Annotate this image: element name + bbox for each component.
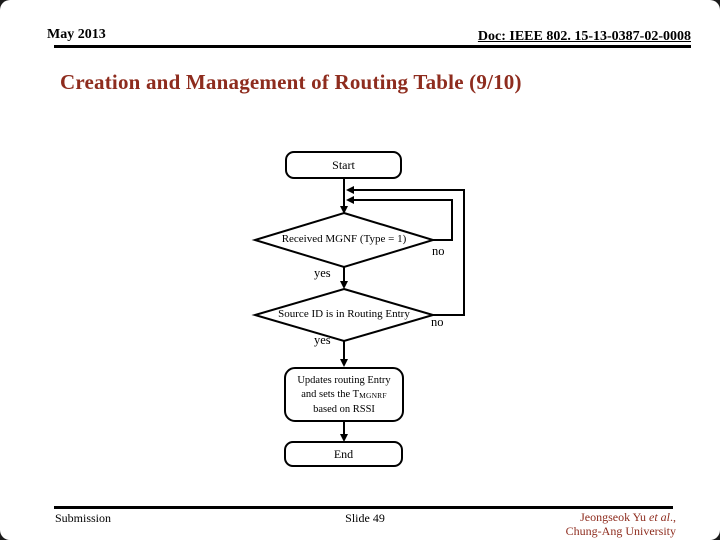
decision2-label: Source ID is in Routing Entry xyxy=(278,308,410,320)
decision2-no-label: no xyxy=(431,315,444,329)
footer-submission: Submission xyxy=(55,511,112,525)
end-node: End xyxy=(284,441,403,467)
footer-author-etal: et al xyxy=(649,510,670,524)
decision1-yes-label: yes xyxy=(314,266,331,280)
connector-decision2-no-loop xyxy=(350,189,465,316)
process-line2: and sets the TMGNRF xyxy=(301,388,387,403)
footer-affiliation: Chung-Ang University xyxy=(565,524,676,538)
connector-decision1-no-loop xyxy=(350,199,453,241)
process-line2-subscript: MGNRF xyxy=(359,390,387,400)
arrowhead-loop-inner xyxy=(346,196,354,204)
slide-title: Creation and Management of Routing Table… xyxy=(60,70,522,94)
process-node: Updates routing Entry and sets the TMGNR… xyxy=(284,367,404,422)
header-date: May 2013 xyxy=(47,27,106,42)
footer-slide-number: Slide 49 xyxy=(345,511,385,525)
footer-author-punct: ., xyxy=(670,510,676,524)
decision1-no-label: no xyxy=(432,244,445,258)
decision2-yes-label: yes xyxy=(314,333,331,347)
start-node: Start xyxy=(285,151,402,179)
arrowhead-decision2-top xyxy=(340,281,348,289)
process-line3: based on RSSI xyxy=(313,403,375,415)
footer-author-line: Jeongseok Yu et al., xyxy=(566,510,676,524)
process-line2-text: and sets the T xyxy=(301,388,360,400)
header-rule xyxy=(54,45,691,48)
header-doc-number: Doc: IEEE 802. 15-13-0387-02-0008 xyxy=(477,29,691,44)
start-node-label: Start xyxy=(332,157,355,172)
arrowhead-end-top xyxy=(340,434,348,442)
footer-rule xyxy=(54,506,673,509)
arrowhead-loop-outer xyxy=(346,186,354,194)
decision1-label: Received MGNF (Type = 1) xyxy=(281,233,407,245)
decision1-diamond xyxy=(251,211,437,269)
footer-author-name: Jeongseok Yu xyxy=(580,510,649,524)
process-line1: Updates routing Entry xyxy=(297,374,391,386)
footer-authors: Jeongseok Yu et al., Chung-Ang Universit… xyxy=(566,510,676,538)
end-node-label: End xyxy=(333,446,354,461)
decision2-diamond xyxy=(251,287,437,343)
arrowhead-process-top xyxy=(340,359,348,367)
arrowhead-decision1-top xyxy=(340,206,348,214)
